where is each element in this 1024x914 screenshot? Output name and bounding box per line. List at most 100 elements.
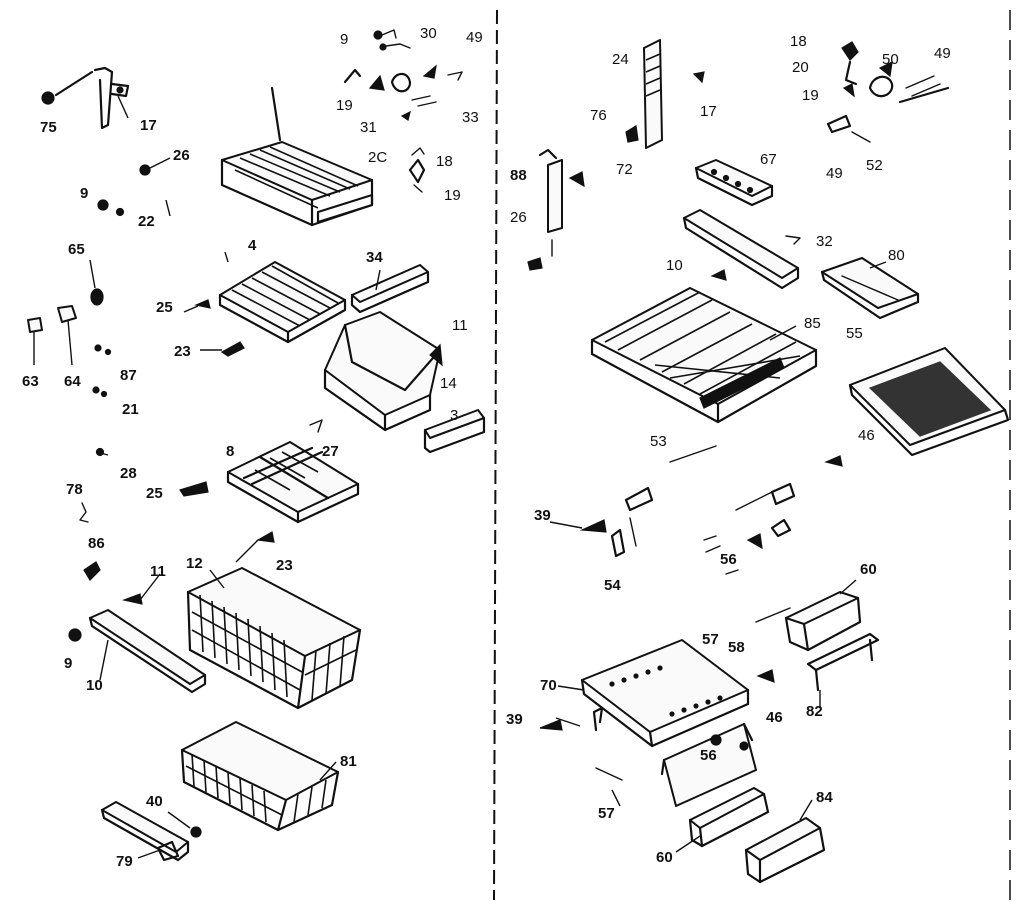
label-76: 76 bbox=[590, 107, 607, 124]
label-19c: 19 bbox=[802, 87, 819, 104]
label-20b: 20 bbox=[792, 59, 809, 76]
label-9b: 9 bbox=[64, 655, 72, 672]
label-58: 58 bbox=[728, 639, 745, 656]
screw-parts-left bbox=[27, 157, 171, 642]
label-63: 63 bbox=[22, 373, 39, 390]
basket-12 bbox=[186, 567, 362, 710]
label-56a: 56 bbox=[720, 551, 737, 568]
center-divider bbox=[493, 9, 498, 901]
bracket-88 bbox=[538, 148, 585, 257]
label-25b: 25 bbox=[146, 485, 163, 502]
label-17a: 17 bbox=[140, 117, 157, 134]
screw-23a bbox=[220, 341, 245, 357]
label-10b: 10 bbox=[666, 257, 683, 274]
label-22: 22 bbox=[138, 213, 155, 230]
label-88: 88 bbox=[510, 167, 527, 184]
label-67: 67 bbox=[760, 151, 777, 168]
shelf-8 bbox=[226, 441, 360, 524]
screw-25b bbox=[179, 481, 209, 497]
label-39b: 39 bbox=[506, 711, 523, 728]
label-30: 30 bbox=[420, 25, 437, 42]
label-65: 65 bbox=[68, 241, 85, 258]
label-8: 8 bbox=[226, 443, 234, 460]
label-57a: 57 bbox=[702, 631, 719, 648]
label-11a: 11 bbox=[452, 317, 468, 334]
wire-shelf-4 bbox=[218, 251, 347, 344]
label-9a: 9 bbox=[80, 185, 88, 202]
slide-rail-10-right bbox=[682, 209, 801, 290]
label-79: 79 bbox=[116, 853, 133, 870]
part-labels: 75 17 26 9 22 65 63 64 87 21 25 23 4 34 … bbox=[22, 25, 951, 870]
label-28: 28 bbox=[120, 465, 137, 482]
label-49c: 49 bbox=[826, 165, 843, 182]
label-50: 50 bbox=[882, 51, 899, 68]
glass-shelf-85 bbox=[527, 257, 818, 424]
label-86: 86 bbox=[88, 535, 105, 552]
label-4: 4 bbox=[248, 237, 257, 254]
drawer-hardware-53 bbox=[579, 445, 796, 575]
bracket-80 bbox=[820, 257, 920, 320]
label-70: 70 bbox=[540, 677, 557, 694]
label-19a: 19 bbox=[336, 97, 353, 114]
label-56b: 56 bbox=[700, 747, 717, 764]
label-31: 31 bbox=[360, 119, 377, 136]
label-72: 72 bbox=[616, 161, 633, 178]
screw-23b bbox=[256, 531, 275, 543]
label-25a: 25 bbox=[156, 299, 173, 316]
label-24: 24 bbox=[612, 51, 629, 68]
label-82: 82 bbox=[806, 703, 823, 720]
label-60b: 60 bbox=[656, 849, 673, 866]
tray-46 bbox=[824, 347, 1010, 467]
hinge-bracket-part bbox=[41, 66, 130, 130]
clip-27 bbox=[309, 419, 323, 433]
label-18b: 18 bbox=[790, 33, 807, 50]
label-81: 81 bbox=[340, 753, 357, 770]
shelf-ladder-24 bbox=[625, 39, 705, 149]
slide-rail-10 bbox=[88, 593, 207, 694]
label-78: 78 bbox=[66, 481, 83, 498]
label-49a: 49 bbox=[466, 29, 483, 46]
label-14: 14 bbox=[440, 375, 457, 392]
label-21: 21 bbox=[122, 401, 139, 418]
label-10a: 10 bbox=[86, 677, 103, 694]
label-17b: 17 bbox=[700, 103, 717, 120]
label-54: 54 bbox=[604, 577, 621, 594]
label-19b: 19 bbox=[444, 187, 461, 204]
label-84: 84 bbox=[816, 789, 833, 806]
label-57b: 57 bbox=[598, 805, 615, 822]
label-18a: 18 bbox=[436, 153, 453, 170]
bracket-67 bbox=[694, 159, 774, 207]
label-85: 85 bbox=[804, 315, 821, 332]
hinge-small-parts-left bbox=[343, 29, 463, 193]
label-46a: 46 bbox=[858, 427, 875, 444]
label-23b: 23 bbox=[276, 557, 293, 574]
label-39a: 39 bbox=[534, 507, 551, 524]
drawer-front-56 bbox=[595, 722, 757, 807]
label-2c: 2C bbox=[368, 149, 387, 166]
label-33: 33 bbox=[462, 109, 479, 126]
cover-3 bbox=[423, 409, 486, 454]
label-11b: 11 bbox=[150, 563, 166, 580]
roller-rail-79 bbox=[100, 801, 202, 862]
label-75: 75 bbox=[40, 119, 57, 136]
hinge-small-parts-right bbox=[826, 41, 950, 143]
meat-drawer-70 bbox=[539, 639, 750, 748]
label-64: 64 bbox=[64, 373, 81, 390]
label-26a: 26 bbox=[173, 147, 190, 164]
label-9c: 9 bbox=[340, 31, 348, 48]
drawer-cover-60a bbox=[755, 591, 862, 652]
label-27: 27 bbox=[322, 443, 339, 460]
label-23a: 23 bbox=[174, 343, 191, 360]
label-53: 53 bbox=[650, 433, 667, 450]
label-26b: 26 bbox=[510, 209, 527, 226]
label-49b: 49 bbox=[934, 45, 951, 62]
label-12: 12 bbox=[186, 555, 203, 572]
drawer-cover-84 bbox=[744, 817, 826, 884]
label-40: 40 bbox=[146, 793, 163, 810]
label-3: 3 bbox=[450, 407, 458, 424]
label-34: 34 bbox=[366, 249, 383, 266]
label-32: 32 bbox=[816, 233, 833, 250]
label-46b: 46 bbox=[766, 709, 783, 726]
label-80: 80 bbox=[888, 247, 905, 264]
